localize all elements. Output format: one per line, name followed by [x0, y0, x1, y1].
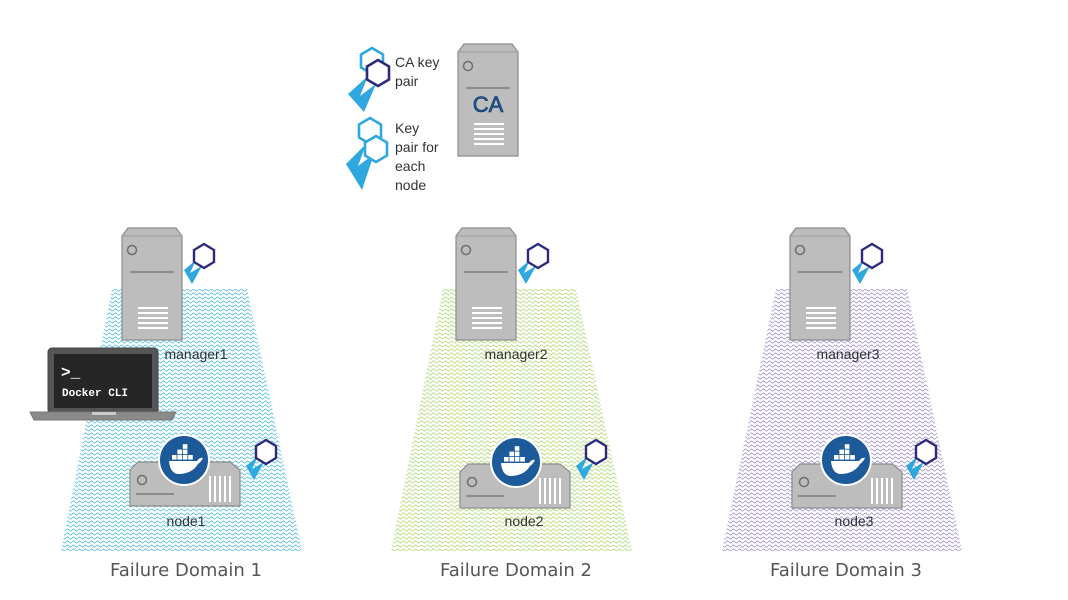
failure-domain-3: manager3 node3 Failure Domain 3 [722, 227, 962, 581]
manager-label: manager3 [816, 346, 879, 362]
worker-label: node3 [835, 513, 874, 529]
laptop: >_ Docker CLI [29, 347, 177, 421]
manager-server [455, 227, 517, 341]
docker-whale-icon [820, 434, 872, 486]
ca-key-pair-label: CA key pair [395, 54, 443, 89]
manager-label: manager2 [484, 346, 547, 362]
ca-server-label: CA [473, 92, 504, 117]
ca-key-pair-icon [348, 46, 391, 112]
node-key-pair-label: Key pair for each node [395, 120, 442, 193]
worker-label: node1 [167, 513, 206, 529]
domain-label: Failure Domain 3 [770, 560, 922, 581]
manager-key-icon [516, 242, 550, 286]
manager-key-icon [850, 242, 884, 286]
manager-server [121, 227, 183, 341]
manager-server [789, 227, 851, 341]
worker-label: node2 [505, 513, 544, 529]
domain-label: Failure Domain 2 [440, 560, 592, 581]
docker-cli-label: Docker CLI [62, 388, 128, 400]
failure-domain-zone [391, 289, 632, 551]
terminal-prompt: >_ [61, 364, 81, 382]
docker-whale-icon [158, 434, 210, 486]
manager-label: manager1 [164, 346, 227, 362]
node-key-pair-icon [346, 116, 389, 190]
domain-label: Failure Domain 1 [110, 560, 262, 581]
ca-server: CA [457, 43, 519, 157]
docker-whale-icon [490, 436, 542, 488]
manager-key-icon [182, 242, 216, 286]
failure-domain-2: manager2 node2 Failure Domain 2 [391, 227, 632, 581]
